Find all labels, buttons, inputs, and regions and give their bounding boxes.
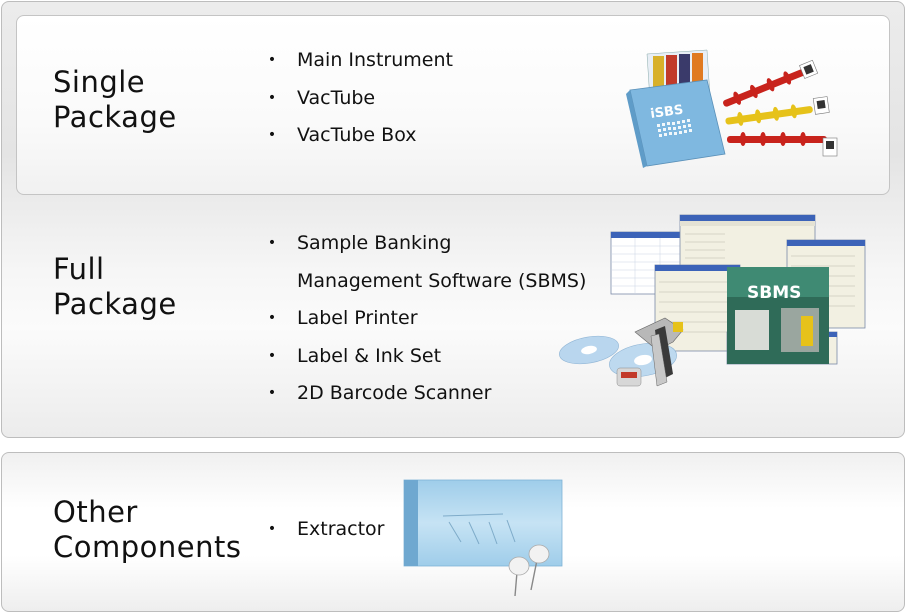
single-package-title: Single Package	[53, 65, 177, 134]
list-item: •2D Barcode Scanner	[267, 382, 492, 404]
extractor-product-image	[403, 479, 563, 597]
svg-text:SBMS: SBMS	[747, 283, 801, 303]
full-package-list: •Sample Banking Management Software (SBM…	[267, 225, 587, 413]
ink-set-image	[616, 367, 642, 387]
vactube-box-image: iSBS	[626, 49, 726, 168]
extractor-pins-image	[508, 544, 550, 597]
single-package-list: •Main Instrument •VacTube •VacTube Box	[267, 42, 453, 155]
sbms-logo-image: SBMS	[727, 267, 829, 364]
list-item: •Label & Ink Set	[267, 344, 442, 367]
list-item: •Label Printer	[267, 307, 418, 329]
full-package-title: Full Package	[53, 252, 177, 321]
list-item: •VacTube Box	[267, 124, 417, 146]
svg-text:iSBS: iSBS	[649, 103, 684, 122]
sbms-product-image: SBMS	[559, 214, 866, 387]
list-item: •Sample Banking	[267, 232, 452, 254]
list-item-continuation: Management Software (SBMS)	[297, 269, 587, 292]
other-components-list: •Extractor	[267, 511, 385, 549]
vactube-tubes-image	[723, 59, 838, 157]
vactube-product-image: iSBS	[626, 49, 838, 168]
barcode-scanner-image	[634, 317, 684, 387]
list-item: •Extractor	[267, 518, 385, 540]
other-components-title: Other Components	[53, 495, 242, 564]
list-item: •Main Instrument	[267, 49, 453, 71]
list-item: •VacTube	[267, 86, 376, 109]
single-package-card	[16, 15, 890, 195]
